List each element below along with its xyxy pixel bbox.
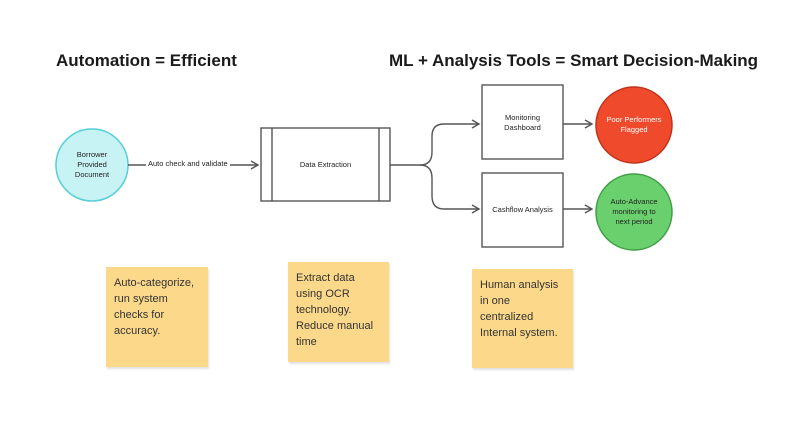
poor-performers-node[interactable] xyxy=(595,86,673,164)
auto-advance-node[interactable] xyxy=(595,173,673,251)
data-extraction-label: Data Extraction xyxy=(299,160,352,170)
auto-advance-label: Auto-Advance monitoring to next period xyxy=(610,197,658,226)
sticky-note-ocr-extraction: Extract data using OCR technology. Reduc… xyxy=(288,262,389,362)
sticky-note-auto-categorize: Auto-categorize, run system checks for a… xyxy=(106,267,208,367)
edge-to-cashflow xyxy=(419,164,481,214)
borrower-document-label: Borrower Provided Document xyxy=(74,150,110,179)
monitoring-dashboard-label: Monitoring Dashboard xyxy=(504,113,541,132)
monitoring-dashboard-node[interactable] xyxy=(481,84,564,160)
edge-to-monitoring xyxy=(390,119,481,166)
heading-automation: Automation = Efficient xyxy=(56,51,237,70)
heading-ml-analysis: ML + Analysis Tools = Smart Decision-Mak… xyxy=(389,51,759,70)
auto-check-label: Auto check and validate xyxy=(146,159,230,168)
cashflow-analysis-label: Cashflow Analysis xyxy=(492,205,553,215)
sticky-note-human-analysis: Human analysis in one centralized Intern… xyxy=(472,269,573,368)
cashflow-analysis-node[interactable] xyxy=(481,172,564,248)
data-extraction-node[interactable] xyxy=(260,127,391,202)
poor-performers-label: Poor Performers Flagged xyxy=(606,115,662,134)
